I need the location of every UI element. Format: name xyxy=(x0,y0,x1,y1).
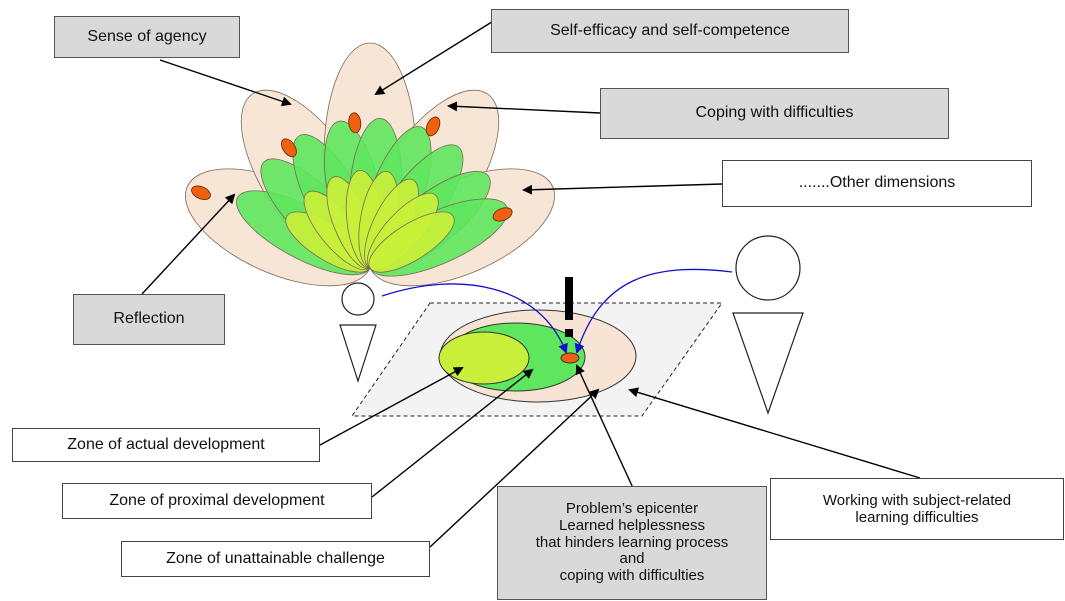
epicenter-arrow xyxy=(575,364,634,489)
student-to-epicenter-arrow xyxy=(381,283,568,354)
seed-self-efficacy xyxy=(348,112,362,134)
other-dimensions-label: .......Other dimensions xyxy=(722,160,1032,207)
coping-arrow xyxy=(447,101,601,114)
seed-other-dimensions xyxy=(492,207,513,222)
self-efficacy-arrow xyxy=(374,19,496,96)
teacher-figure xyxy=(732,235,804,415)
epicenter-marker xyxy=(560,352,580,364)
student-body xyxy=(339,324,377,383)
other-dimensions-arrow xyxy=(522,183,723,195)
student-figure xyxy=(339,282,377,383)
teacher-to-epicenter-arrow xyxy=(574,268,733,354)
zone-unattainable-arrow xyxy=(429,388,600,548)
lotus-flower xyxy=(184,42,556,287)
zone-actual-ellipse xyxy=(438,331,530,385)
working-subject-label: Working with subject-related learning di… xyxy=(770,478,1064,540)
zone-proximal-arrow xyxy=(371,368,534,498)
development-zones xyxy=(351,302,723,417)
sense-of-agency-arrow xyxy=(159,59,292,107)
inner-petal-8 xyxy=(368,211,455,273)
coping-label: Coping with difficulties xyxy=(600,88,949,139)
epicenter-label: Problem’s epicenter Learned helplessness… xyxy=(497,486,767,600)
zone-unattainable-label: Zone of unattainable challenge xyxy=(121,541,430,577)
student-head xyxy=(341,282,375,316)
teacher-body xyxy=(732,312,804,415)
connector-lines xyxy=(141,19,921,548)
zone-actual-label: Zone of actual development xyxy=(12,428,320,462)
exclamation-mark xyxy=(565,277,573,337)
self-efficacy-label: Self-efficacy and self-competence xyxy=(491,9,849,53)
teacher-head xyxy=(735,235,801,301)
reflection-label: Reflection xyxy=(73,294,225,345)
seed-reflection xyxy=(191,185,211,200)
seed-coping xyxy=(425,116,441,137)
seed-sense-of-agency xyxy=(281,138,297,158)
zone-proximal-label: Zone of proximal development xyxy=(62,483,372,519)
zone-actual-arrow xyxy=(319,367,464,446)
sense-of-agency-label: Sense of agency xyxy=(54,16,240,58)
working-subject-arrow xyxy=(628,387,921,479)
reflection-arrow xyxy=(141,193,236,295)
